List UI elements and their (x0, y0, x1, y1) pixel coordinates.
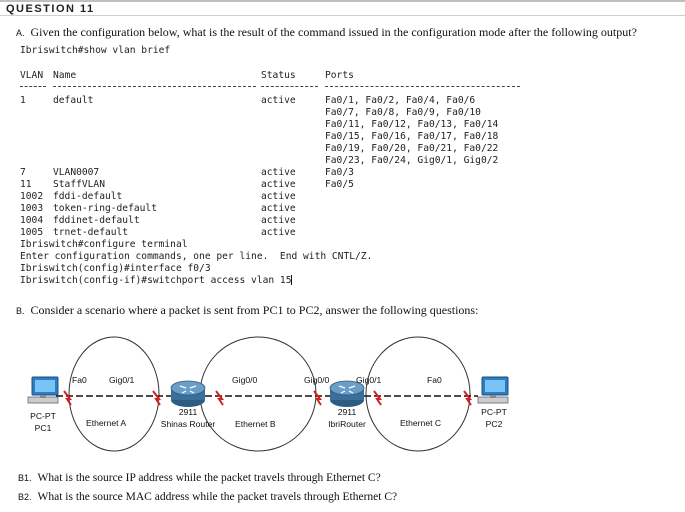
interface-command: Ibriswitch(config)#interface f0/3 (20, 263, 211, 274)
vlan-ports-line: Fa0/15, Fa0/16, Fa0/17, Fa0/18 (325, 131, 499, 142)
status-header: Status (261, 70, 296, 81)
vlan-name: trnet-default (53, 227, 129, 238)
vlan-id: 1005 (20, 227, 44, 238)
pc2-name-label: PC2 (485, 419, 503, 429)
router1-icon (170, 380, 206, 407)
switchport-access-command: Ibriswitch(config-if)#switchport access … (20, 275, 293, 287)
label-r1-gig01: Gig0/1 (109, 375, 135, 385)
pc1-name-label: PC1 (34, 423, 52, 433)
vlan-status: active (261, 167, 296, 178)
vlan-status: active (261, 95, 296, 106)
vlan-id: 7 (20, 167, 26, 178)
separator-name (53, 86, 256, 87)
port-marker-icon (463, 390, 472, 406)
part-a-question: A. Given the configuration below, what is… (16, 25, 637, 40)
vlan-ports-line: Fa0/3 (325, 167, 354, 178)
vlan-name: token-ring-default (53, 203, 157, 214)
label-pc2-fa0: Fa0 (427, 375, 442, 385)
vlan-name: VLAN0007 (53, 167, 100, 178)
enter-config-message: Enter configuration commands, one per li… (20, 251, 373, 262)
question-b1-text: What is the source IP address while the … (37, 472, 381, 484)
port-marker-icon (152, 390, 161, 406)
pc2-icon (477, 376, 509, 404)
router2-icon (329, 380, 365, 407)
part-b-letter: B. (16, 306, 25, 316)
label-r2-gig00: Gig0/0 (304, 375, 330, 385)
ports-header: Ports (325, 70, 354, 81)
topology-svg (27, 336, 509, 452)
question-b2-text: What is the source MAC address while the… (37, 491, 398, 503)
vlan-id: 1004 (20, 215, 44, 226)
pc1-icon (27, 376, 59, 404)
label-pc1-fa0: Fa0 (72, 375, 87, 385)
vlan-status: active (261, 215, 296, 226)
part-b-subquestions: B1. What is the source IP address while t… (18, 469, 397, 507)
vlan-ports-line: Fa0/5 (325, 179, 354, 190)
question-b1: B1. What is the source IP address while t… (18, 469, 397, 488)
vlan-status: active (261, 227, 296, 238)
ethernet-c-ellipse (365, 336, 471, 452)
ethernet-c-label: Ethernet C (400, 418, 442, 428)
port-marker-icon (313, 390, 322, 406)
port-marker-icon (215, 390, 224, 406)
router1-name-label: Shinas Router (160, 419, 216, 429)
router2-name-label: IbriRouter (328, 419, 366, 429)
separator-status (261, 86, 318, 87)
vlan-name: fddi-default (53, 191, 123, 202)
vlan-ports-line: Fa0/1, Fa0/2, Fa0/4, Fa0/6 (325, 95, 476, 106)
question-b1-tag: B1. (18, 473, 32, 483)
vlan-status: active (261, 203, 296, 214)
part-b-text: Consider a scenario where a packet is se… (30, 303, 479, 317)
router1-model-label: 2911 (178, 407, 198, 417)
network-diagram: Fa0 Gig0/1 Gig0/0 Gig0/0 Gig0/1 Fa0 PC-P… (0, 325, 685, 455)
separator-vlan (20, 86, 46, 87)
vlan-id: 1003 (20, 203, 44, 214)
vlan-name: fddinet-default (53, 215, 140, 226)
vlan-name: StaffVLAN (53, 179, 105, 190)
port-marker-icon (373, 390, 382, 406)
ethernet-a-ellipse (68, 336, 160, 452)
question-b2-tag: B2. (18, 492, 32, 502)
show-vlan-command: Ibriswitch#show vlan brief (20, 45, 171, 56)
pc2-type-label: PC-PT (481, 407, 507, 417)
vlan-ports-line: Fa0/23, Fa0/24, Gig0/1, Gig0/2 (325, 155, 499, 166)
pc1-type-label: PC-PT (30, 411, 56, 421)
vlan-ports-line: Fa0/19, Fa0/20, Fa0/21, Fa0/22 (325, 143, 499, 154)
name-header: Name (53, 70, 77, 81)
vlan-name: default (53, 95, 94, 106)
vlan-id: 1 (20, 95, 26, 106)
vlan-ports-line: Fa0/11, Fa0/12, Fa0/13, Fa0/14 (325, 119, 499, 130)
vlan-status: active (261, 179, 296, 190)
separator-ports (325, 86, 520, 87)
question-title: QUESTION 11 (0, 0, 685, 16)
router2-model-label: 2911 (337, 407, 357, 417)
label-r1-gig00: Gig0/0 (232, 375, 258, 385)
label-r2-gig01: Gig0/1 (356, 375, 382, 385)
question-b2: B2. What is the source MAC address while … (18, 488, 397, 507)
vlan-id: 11 (20, 179, 32, 190)
text-cursor (291, 275, 293, 285)
vlan-ports-line: Fa0/7, Fa0/8, Fa0/9, Fa0/10 (325, 107, 481, 118)
ethernet-b-label: Ethernet B (235, 419, 276, 429)
part-a-letter: A. (16, 28, 25, 38)
vlan-header: VLAN (20, 70, 44, 81)
switchport-access-text: Ibriswitch(config-if)#switchport access … (20, 275, 292, 286)
part-a-text: Given the configuration below, what is t… (30, 25, 637, 39)
vlan-id: 1002 (20, 191, 44, 202)
part-b-question: B. Consider a scenario where a packet is … (16, 303, 478, 318)
configure-terminal-command: Ibriswitch#configure terminal (20, 239, 188, 250)
vlan-status: active (261, 191, 296, 202)
ethernet-a-label: Ethernet A (86, 418, 127, 428)
port-marker-icon (63, 390, 72, 406)
